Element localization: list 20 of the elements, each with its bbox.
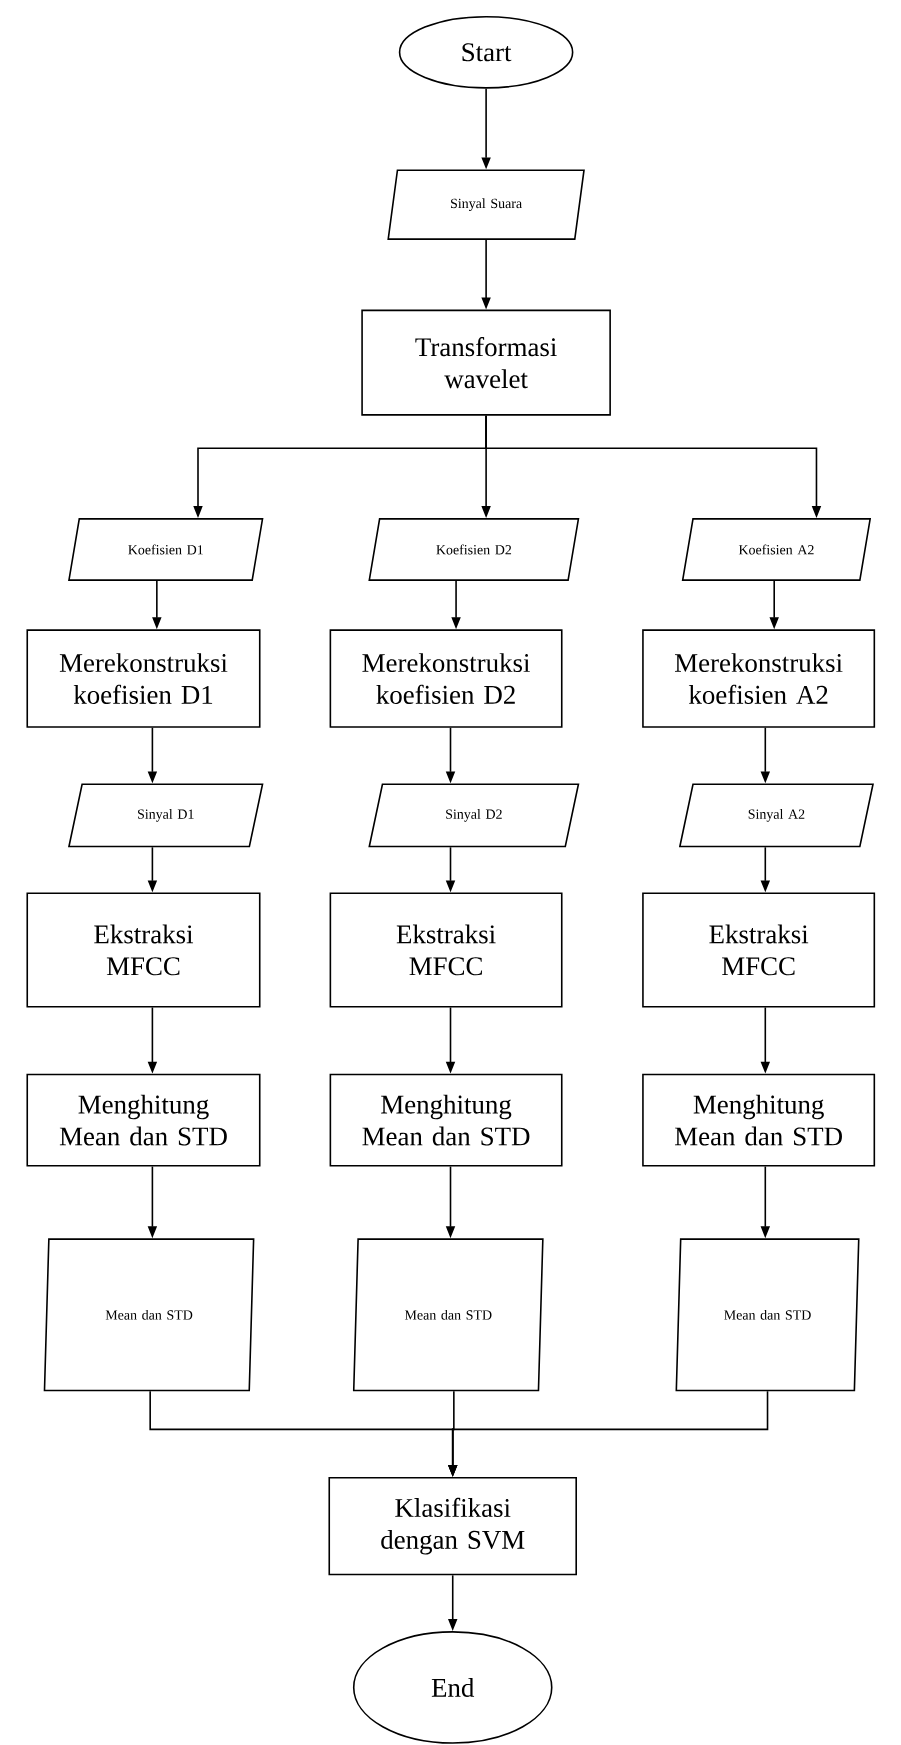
process-box: Menghitung Mean dan STD <box>642 1073 876 1167</box>
io-parallelogram: Koefisien D1 <box>68 518 264 581</box>
process-box: Merekonstruksi koefisien D1 <box>26 629 261 728</box>
process-box: Menghitung Mean dan STD <box>26 1073 261 1167</box>
process-box: Transformasi wavelet <box>361 309 611 416</box>
process-box: Ekstraksi MFCC <box>642 892 876 1008</box>
io-parallelogram: Sinyal D1 <box>68 783 264 848</box>
io-parallelogram: Mean dan STD <box>352 1238 544 1392</box>
io-parallelogram: Sinyal Suara <box>387 169 585 240</box>
process-box: Klasifikasi dengan SVM <box>328 1476 577 1576</box>
io-parallelogram: Koefisien D2 <box>368 518 580 581</box>
process-box: Merekonstruksi koefisien D2 <box>329 629 563 728</box>
process-box: Ekstraksi MFCC <box>26 892 261 1008</box>
io-parallelogram: Mean dan STD <box>43 1238 255 1392</box>
io-parallelogram: Koefisien A2 <box>681 518 872 581</box>
process-box: Ekstraksi MFCC <box>329 892 563 1008</box>
io-parallelogram: Mean dan STD <box>675 1238 860 1392</box>
process-box: Menghitung Mean dan STD <box>329 1073 563 1167</box>
process-box: Merekonstruksi koefisien A2 <box>642 629 876 728</box>
io-parallelogram: Sinyal D2 <box>368 783 580 848</box>
